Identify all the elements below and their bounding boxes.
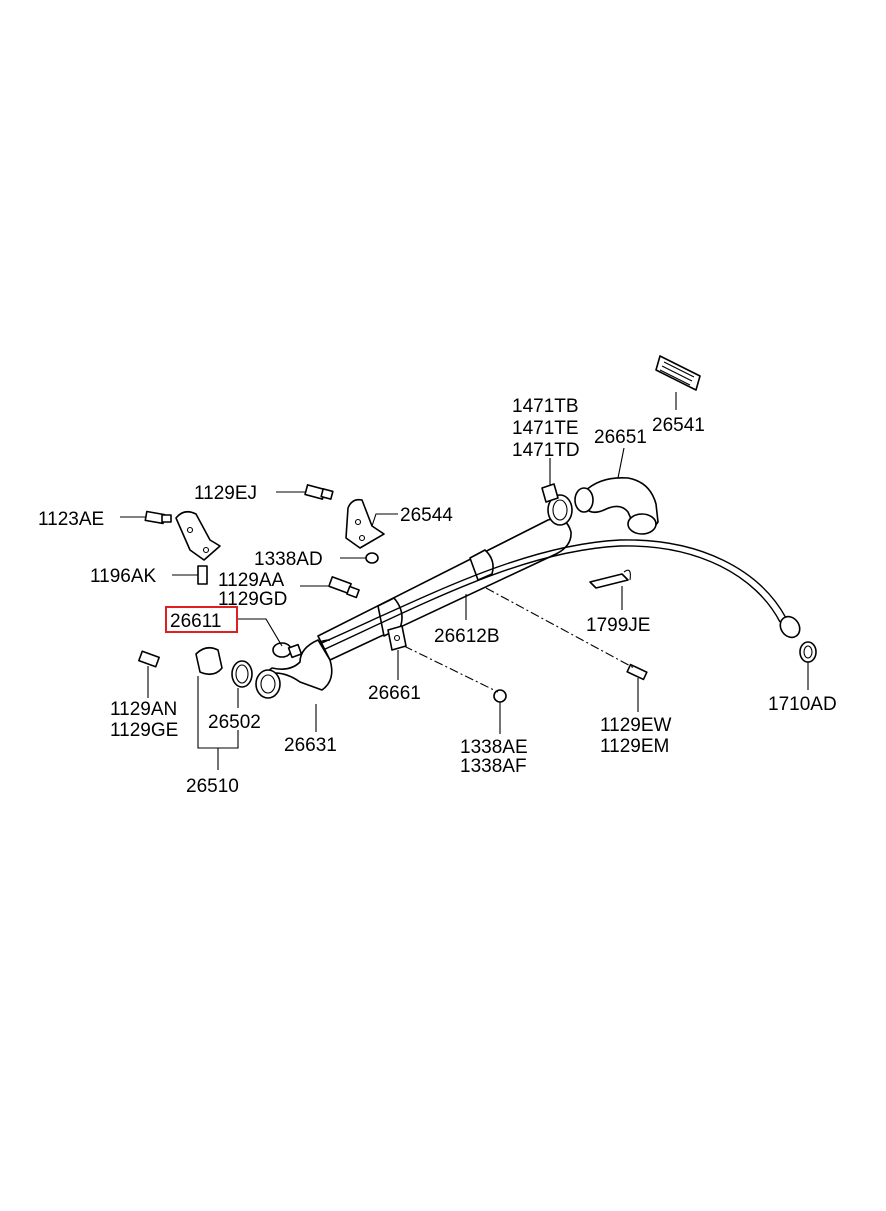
o-ring-26611[interactable] (272, 642, 303, 659)
nut-1338AE[interactable] (493, 689, 507, 703)
label-26612B[interactable]: 26612B (434, 626, 500, 647)
gasket-26502[interactable] (231, 660, 253, 688)
label-1129AN[interactable]: 1129AN (110, 699, 177, 720)
hose-clamp[interactable] (541, 483, 573, 526)
bracket-26544[interactable] (345, 498, 385, 549)
bolt-1129EW[interactable] (626, 663, 648, 681)
label-1710AD[interactable]: 1710AD (768, 694, 837, 715)
caution-label-plate (655, 355, 701, 391)
label-1338AD[interactable]: 1338AD (254, 549, 323, 570)
label-1129EJ[interactable]: 1129EJ (194, 483, 257, 504)
highlight-box-26611 (165, 606, 238, 633)
label-1338AE[interactable]: 1338AE (460, 737, 528, 758)
part-labels: 26541 1471TB 1471TE 1471TD 26651 1129EJ … (38, 396, 837, 797)
label-26544[interactable]: 26544 (400, 505, 453, 526)
leader-lines (120, 392, 809, 770)
label-1338AF[interactable]: 1338AF (460, 756, 527, 777)
label-1129EW[interactable]: 1129EW (600, 715, 672, 736)
label-26502[interactable]: 26502 (208, 712, 261, 733)
oil-filler-pipe[interactable] (255, 639, 333, 699)
label-1123AE[interactable]: 1123AE (38, 509, 104, 530)
bolt-1123AE[interactable] (144, 510, 172, 525)
clip-1799JE[interactable] (589, 569, 631, 589)
label-26611[interactable]: 26611 (170, 611, 221, 632)
label-26651[interactable]: 26651 (594, 427, 647, 448)
breather-hose-elbow[interactable] (574, 476, 659, 535)
label-1129EM[interactable]: 1129EM (600, 736, 669, 757)
label-1799JE[interactable]: 1799JE (586, 615, 650, 636)
label-1471TB[interactable]: 1471TB (512, 396, 579, 417)
bracket-left[interactable] (175, 510, 221, 561)
oil-filler-cap[interactable] (195, 646, 223, 676)
label-1196AK[interactable]: 1196AK (90, 566, 157, 587)
label-1129GE[interactable]: 1129GE (110, 720, 178, 741)
oil-level-gauge-rod[interactable] (305, 539, 804, 657)
bolt-1129AA[interactable] (328, 576, 360, 599)
label-1471TE[interactable]: 1471TE (512, 418, 579, 439)
label-1471TD[interactable]: 1471TD (512, 440, 580, 461)
label-1129GD[interactable]: 1129GD (218, 589, 287, 610)
label-26631[interactable]: 26631 (284, 735, 337, 756)
o-ring-1710AD[interactable] (799, 641, 817, 663)
nut-1338AD[interactable] (365, 552, 379, 564)
label-1129AA[interactable]: 1129AA (218, 570, 285, 591)
bolt-1196AK[interactable] (197, 565, 208, 585)
bolt-1129EJ[interactable] (304, 484, 334, 500)
label-26661[interactable]: 26661 (368, 683, 421, 704)
label-26510[interactable]: 26510 (186, 776, 239, 797)
bolt-1129AN[interactable] (138, 650, 160, 668)
label-26541[interactable]: 26541 (652, 415, 705, 436)
clip-26661[interactable] (387, 625, 407, 651)
